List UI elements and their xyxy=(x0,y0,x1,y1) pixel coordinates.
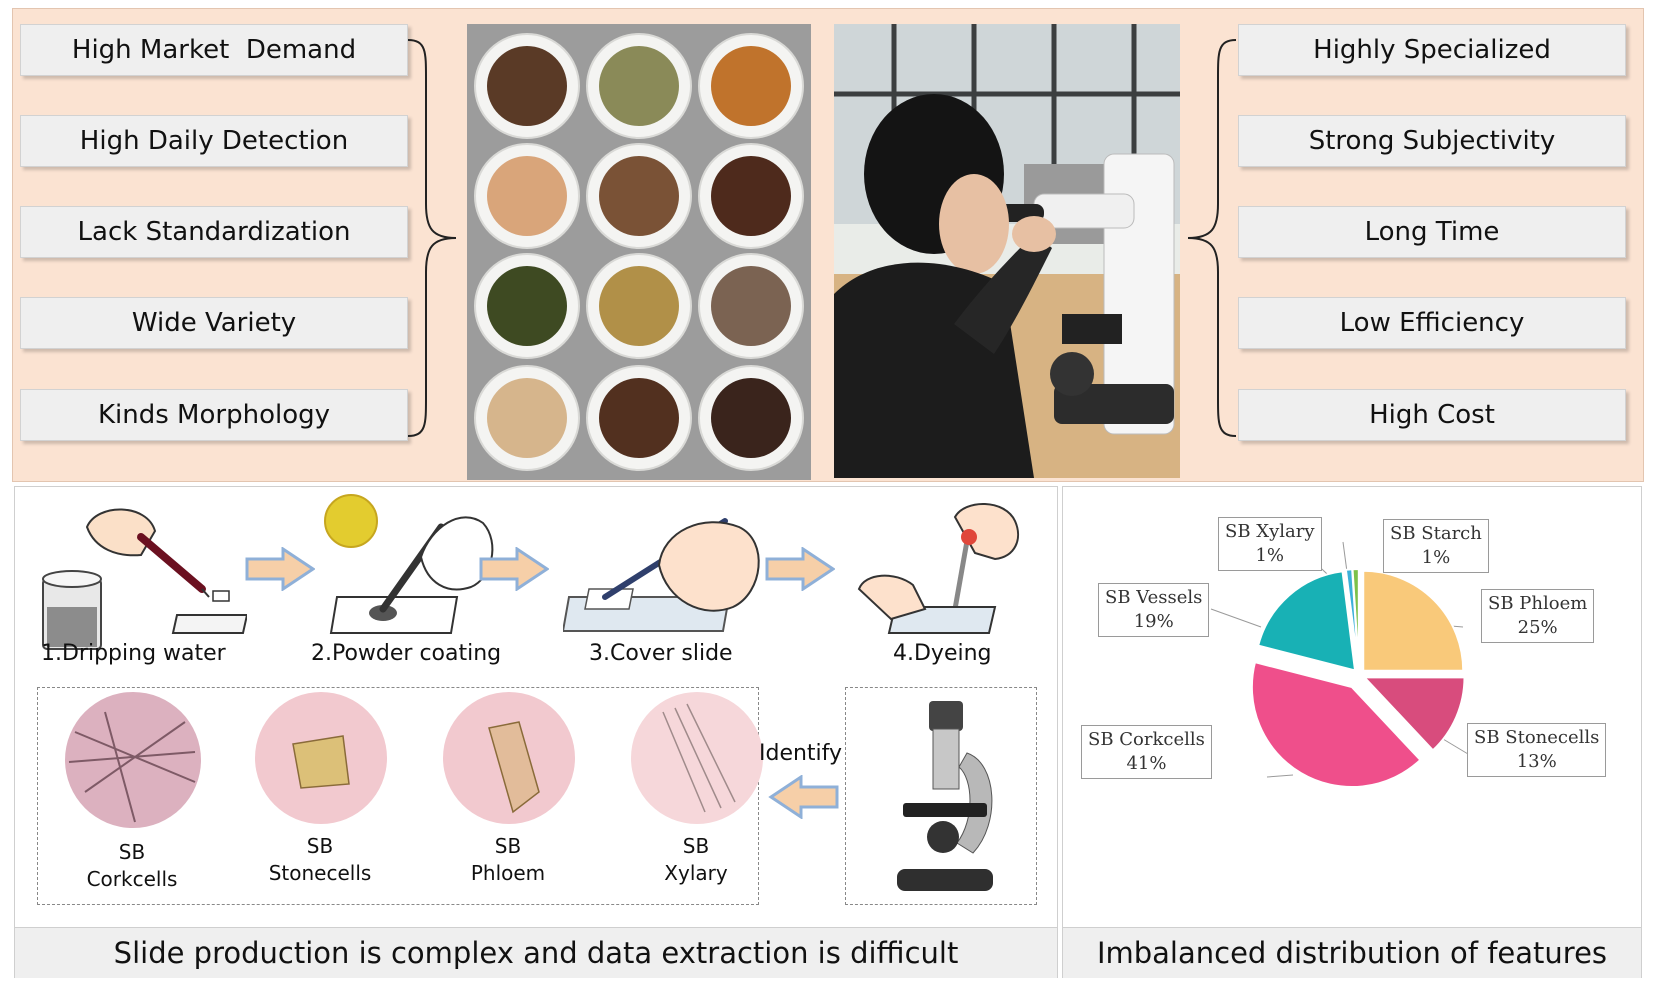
pie-label-corkcells: SB Corkcells 41% xyxy=(1081,725,1212,779)
process-arrow-2 xyxy=(479,547,549,591)
pie-slice-sb-corkcells xyxy=(1250,660,1422,789)
pie-label-starch-value: 1% xyxy=(1421,547,1451,568)
pie-label-stonecells: SB Stonecells 13% xyxy=(1467,723,1607,777)
herb-samples-photo xyxy=(467,24,811,480)
cover-slide-illustration xyxy=(563,518,760,632)
microscope-examination-photo xyxy=(834,24,1180,478)
step-label-powder-coating: 2.Powder coating xyxy=(311,641,502,666)
pie-slice-sb-stonecells xyxy=(1362,676,1466,752)
microscope-icon xyxy=(897,701,993,891)
left-brace xyxy=(407,39,457,437)
process-arrow-1 xyxy=(245,547,315,591)
cell-label-stonecells-line1: SB xyxy=(306,834,334,858)
right-feature-1: Highly Specialized xyxy=(1238,24,1626,76)
slide-production-panel: 1.Dripping water 2.Powder coating 3.Cove… xyxy=(14,486,1058,978)
left-feature-1: High Market Demand xyxy=(20,24,408,76)
pie-label-starch-name: SB Starch xyxy=(1390,523,1482,544)
pie-label-phloem-value: 25% xyxy=(1517,617,1558,638)
pie-slice-sb-phloem xyxy=(1362,569,1465,672)
microscope-box xyxy=(845,687,1037,905)
caption-slide-production: Slide production is complex and data ext… xyxy=(15,927,1057,978)
left-feature-4: Wide Variety xyxy=(20,297,408,349)
step-label-dripping-water: 1.Dripping water xyxy=(41,641,226,666)
dyeing-illustration xyxy=(857,503,1020,634)
pie-label-starch: SB Starch 1% xyxy=(1383,519,1489,573)
cell-label-corkcells-line2: Corkcells xyxy=(86,867,178,891)
process-arrow-3 xyxy=(765,547,835,591)
cell-label-xylary-line1: SB xyxy=(682,834,710,858)
right-feature-5: High Cost xyxy=(1238,389,1626,441)
right-feature-3: Long Time xyxy=(1238,206,1626,258)
pie-label-phloem-name: SB Phloem xyxy=(1488,593,1588,614)
right-brace xyxy=(1187,39,1237,437)
feature-distribution-panel: SB Xylary 1% SB Starch 1% SB Vessels 19%… xyxy=(1062,486,1642,978)
pie-slices xyxy=(1250,568,1466,789)
left-feature-2: High Daily Detection xyxy=(20,115,408,167)
feature-pie-chart xyxy=(1210,541,1474,789)
cell-label-phloem-line2: Phloem xyxy=(470,861,546,885)
pie-label-vessels-value: 19% xyxy=(1133,611,1174,632)
cell-label-phloem: SB Phloem xyxy=(433,833,583,887)
left-feature-3: Lack Standardization xyxy=(20,206,408,258)
cell-label-xylary-line2: Xylary xyxy=(664,861,728,885)
pie-label-stonecells-value: 13% xyxy=(1516,751,1557,772)
cell-types-box xyxy=(37,687,759,905)
pie-slice-sb-vessels xyxy=(1256,570,1357,672)
cell-label-xylary: SB Xylary xyxy=(621,833,771,887)
pie-label-phloem: SB Phloem 25% xyxy=(1481,589,1595,643)
examiner-graphic xyxy=(834,24,1180,478)
pie-slice-sb-starch xyxy=(1351,568,1360,670)
pie-label-corkcells-name: SB Corkcells xyxy=(1088,729,1205,750)
cell-micrographs xyxy=(65,692,763,828)
step-label-dyeing: 4.Dyeing xyxy=(893,641,992,666)
left-feature-5: Kinds Morphology xyxy=(20,389,408,441)
identify-arrow xyxy=(768,775,839,819)
right-feature-2: Strong Subjectivity xyxy=(1238,115,1626,167)
cell-label-corkcells: SB Corkcells xyxy=(57,839,207,893)
powder-coating-illustration xyxy=(324,494,494,634)
right-feature-4: Low Efficiency xyxy=(1238,297,1626,349)
cell-label-stonecells: SB Stonecells xyxy=(245,833,395,887)
pie-label-xylary-name: SB Xylary xyxy=(1225,521,1315,542)
pie-label-vessels: SB Vessels 19% xyxy=(1098,583,1210,637)
pie-label-xylary: SB Xylary 1% xyxy=(1218,517,1322,571)
cell-label-phloem-line1: SB xyxy=(494,834,522,858)
cell-label-stonecells-line2: Stonecells xyxy=(268,861,372,885)
pie-label-xylary-value: 1% xyxy=(1255,545,1285,566)
pie-label-stonecells-name: SB Stonecells xyxy=(1474,727,1600,748)
identify-label: Identify xyxy=(759,741,843,766)
cell-label-corkcells-line1: SB xyxy=(118,840,146,864)
pie-label-corkcells-value: 41% xyxy=(1126,753,1167,774)
herb-bowls-graphic xyxy=(474,33,804,471)
step-label-cover-slide: 3.Cover slide xyxy=(589,641,733,666)
pie-label-vessels-name: SB Vessels xyxy=(1105,587,1203,608)
caption-feature-distribution: Imbalanced distribution of features xyxy=(1063,927,1641,978)
dripping-water-illustration xyxy=(42,508,247,650)
